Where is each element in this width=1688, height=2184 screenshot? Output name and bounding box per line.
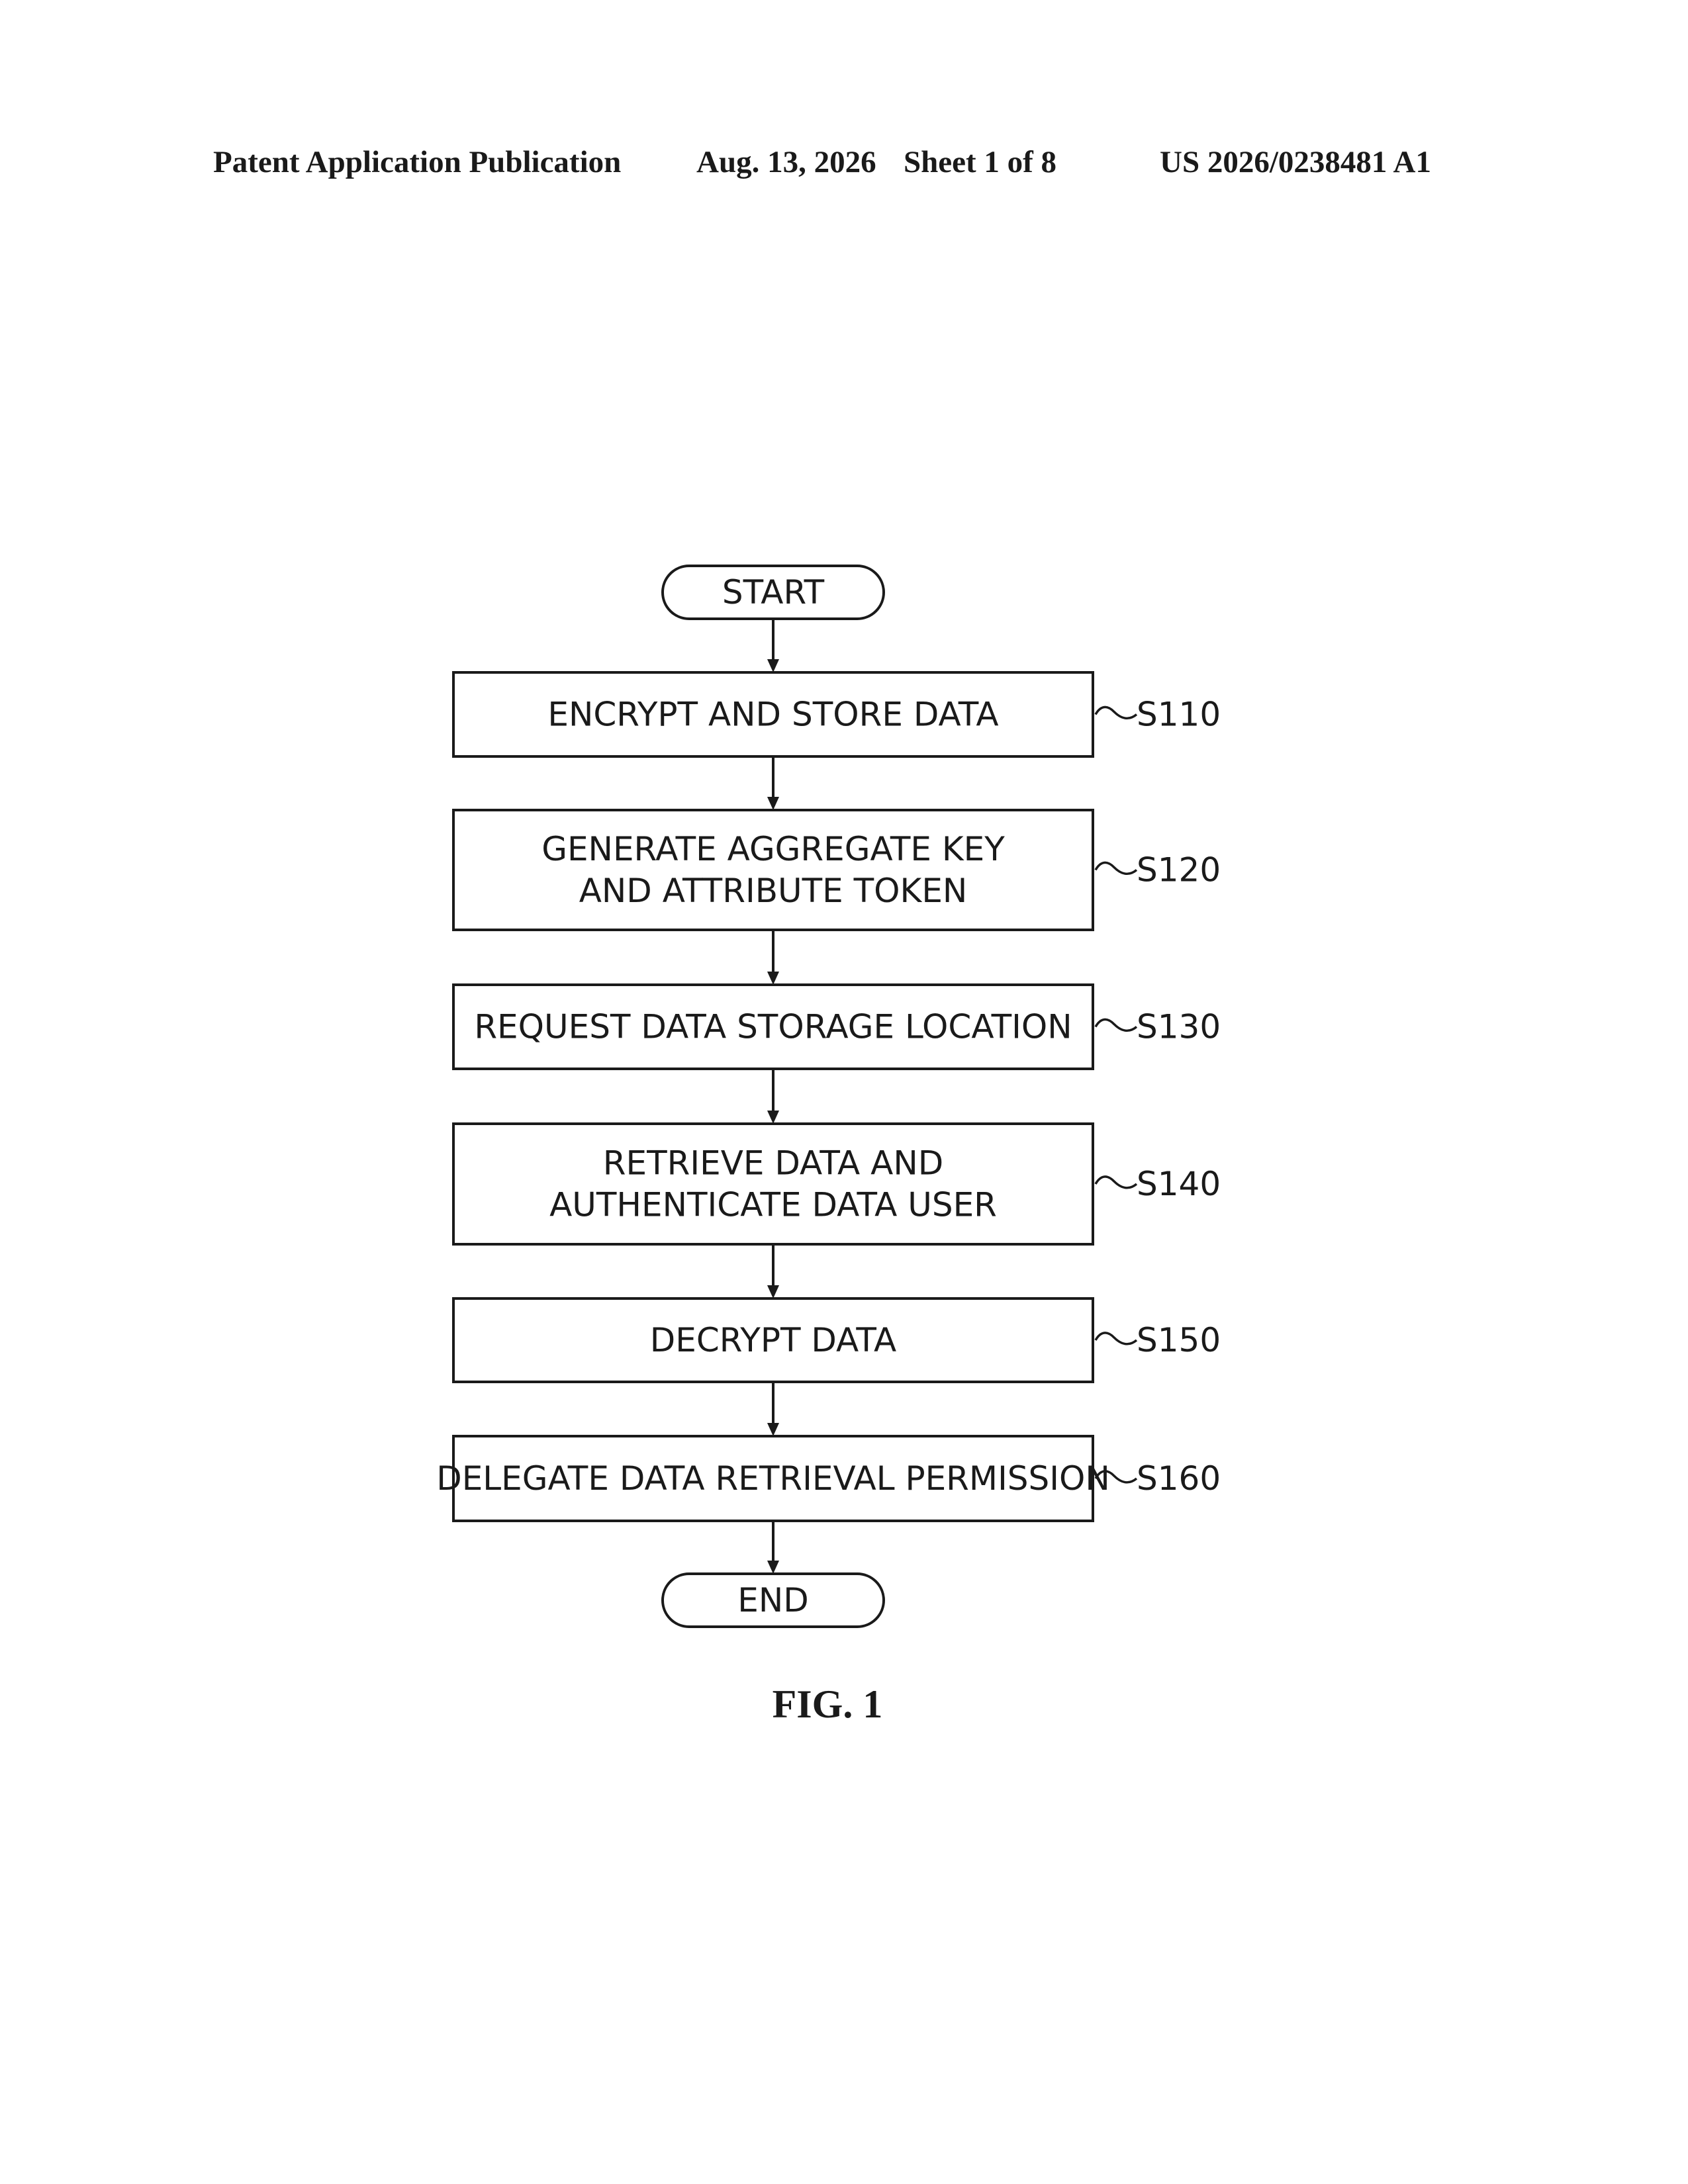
connector-s150-arrowhead (767, 1423, 779, 1436)
figure-label: FIG. 1 (0, 1684, 1655, 1724)
reference-leader-s110 (1096, 707, 1137, 718)
reference-leader-s150 (1096, 1333, 1137, 1344)
step-text-s140: RETRIEVE DATA AND (603, 1144, 943, 1183)
connector-start-arrowhead (767, 659, 779, 672)
step-text-s140: AUTHENTICATE DATA USER (549, 1186, 997, 1224)
connector-s160-arrowhead (767, 1561, 779, 1574)
step-text-s120: GENERATE AGGREGATE KEY (541, 830, 1005, 868)
step-box-s140 (453, 1124, 1093, 1244)
step-text-s130: REQUEST DATA STORAGE LOCATION (474, 1008, 1072, 1046)
step-text-s120: AND ATTRIBUTE TOKEN (579, 872, 968, 910)
reference-leader-s130 (1096, 1019, 1137, 1030)
end-label: END (737, 1581, 809, 1619)
reference-label-s140: S140 (1137, 1165, 1221, 1203)
connector-s110-arrowhead (767, 797, 779, 810)
step-box-s120 (453, 810, 1093, 930)
start-label: START (722, 573, 825, 612)
reference-label-s110: S110 (1137, 696, 1221, 734)
reference-label-s120: S120 (1137, 851, 1221, 889)
connector-s140-arrowhead (767, 1285, 779, 1298)
step-text-s150: DECRYPT DATA (650, 1321, 897, 1359)
step-text-s160: DELEGATE DATA RETRIEVAL PERMISSION (436, 1459, 1110, 1498)
reference-label-s130: S130 (1137, 1008, 1221, 1046)
reference-label-s150: S150 (1137, 1321, 1221, 1359)
reference-leader-s140 (1096, 1177, 1137, 1188)
reference-label-s160: S160 (1137, 1459, 1221, 1498)
connector-s130-arrowhead (767, 1111, 779, 1124)
reference-leader-s120 (1096, 862, 1137, 874)
step-text-s110: ENCRYPT AND STORE DATA (547, 696, 998, 734)
connector-s120-arrowhead (767, 972, 779, 985)
